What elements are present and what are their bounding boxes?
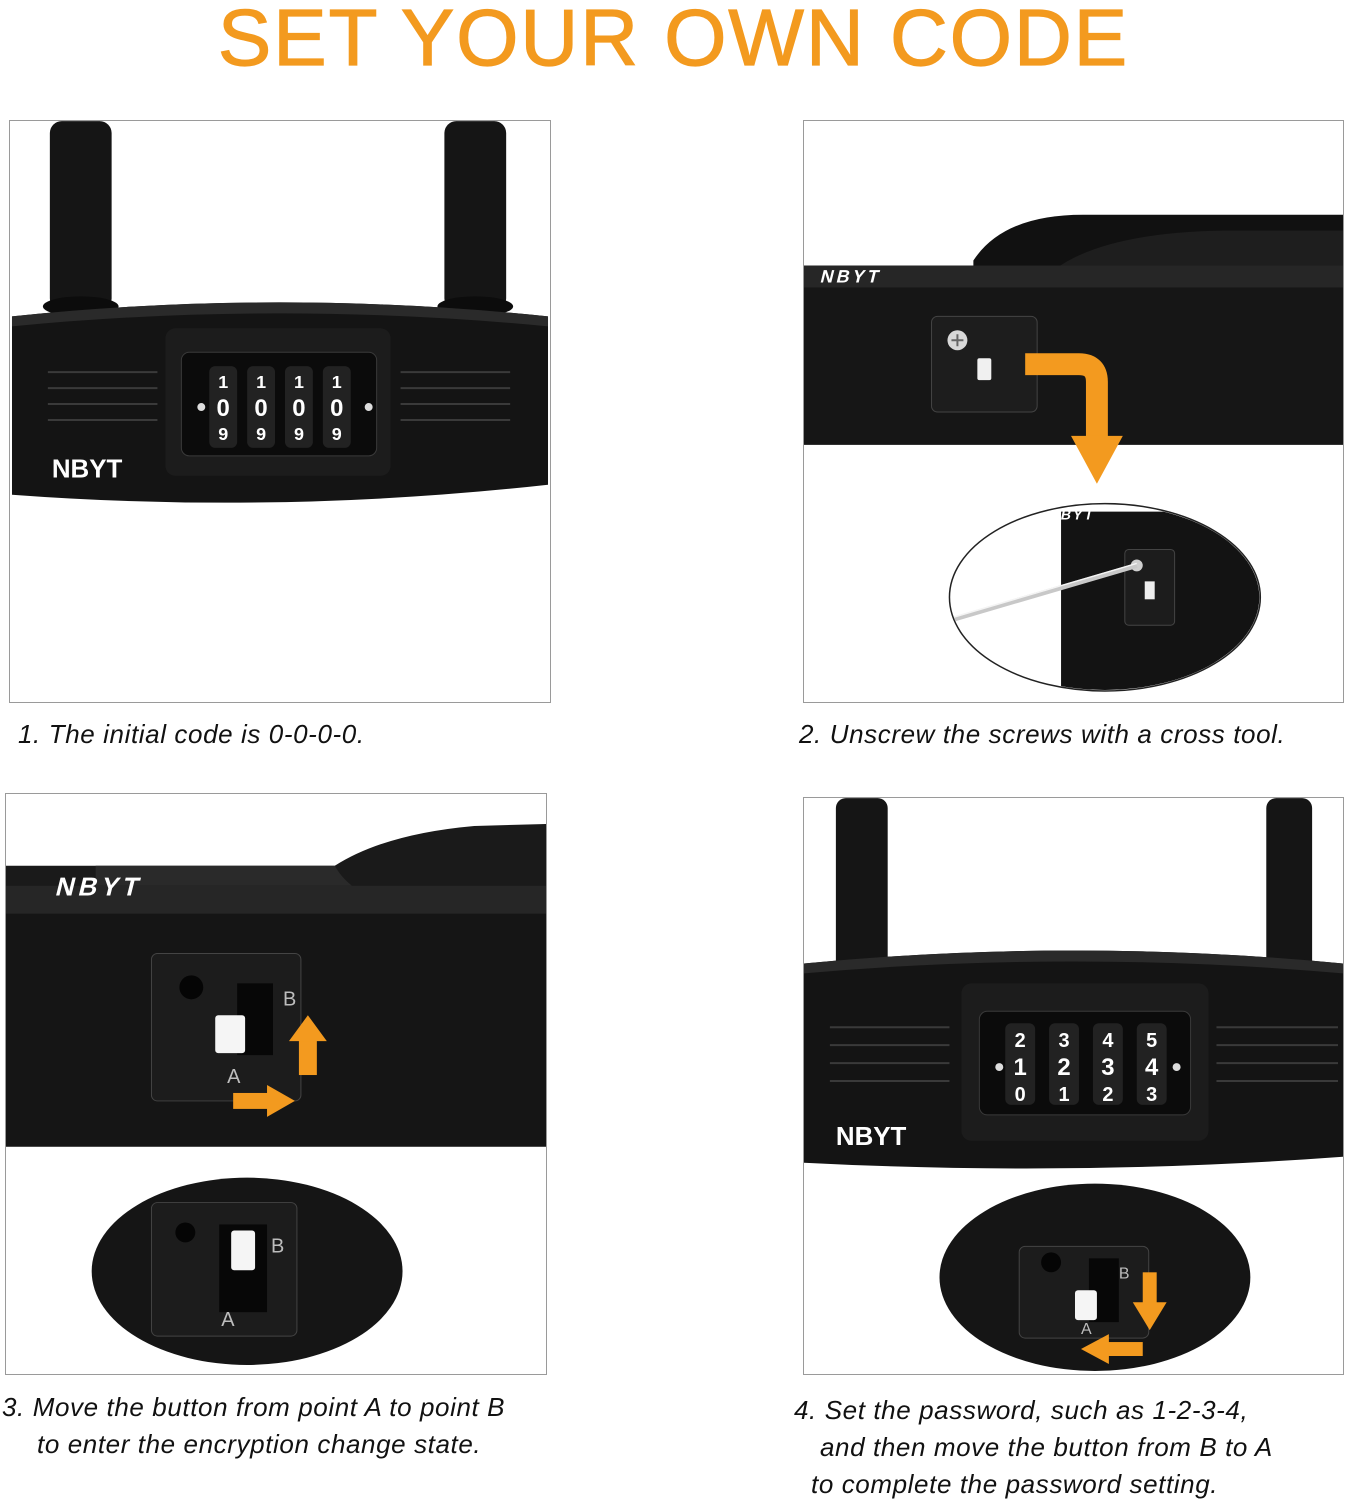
shackle-right <box>1266 798 1313 978</box>
shackle-left <box>835 798 888 978</box>
lock-side-photo: NBYT NBYT <box>804 214 1343 692</box>
step-4-image: 2 1 0 3 2 1 4 3 2 5 4 3 NBYT B A <box>803 797 1344 1375</box>
page-title: SET YOUR OWN CODE <box>217 0 1130 82</box>
right-arrow-icon <box>233 1092 270 1109</box>
dial-4[interactable]: 5 4 3 <box>1136 1023 1167 1106</box>
step-2-caption-line-1: 2. Unscrew the screws with a cross tool. <box>799 719 1286 749</box>
step-3-caption-line-1: 3. Move the button from point A to point… <box>2 1392 506 1422</box>
dial-4-bot: 9 <box>332 424 342 444</box>
shackle-left <box>49 121 112 311</box>
dial-3[interactable]: 4 3 2 <box>1092 1023 1123 1106</box>
dial-3-bot: 9 <box>294 424 304 444</box>
dial-3-top: 1 <box>294 372 304 392</box>
down-arrow-icon <box>1025 353 1108 438</box>
step-4-caption-line-1: 4. Set the password, such as 1-2-3-4, <box>794 1395 1249 1425</box>
step-2-image: NBYT NBYT <box>803 120 1344 703</box>
step-4-caption-line-2: and then move the button from B to A <box>820 1432 1273 1462</box>
dial-4-top: 1 <box>332 372 342 392</box>
dial-4-bot: 3 <box>1146 1084 1157 1106</box>
dial-4-mid: 4 <box>1145 1054 1159 1081</box>
dial-1-mid: 0 <box>217 395 230 422</box>
shackle-right <box>444 121 507 311</box>
dial-2-top: 3 <box>1058 1030 1069 1052</box>
point-a-label: A <box>1081 1321 1092 1338</box>
step-1-caption: 1. The initial code is 0-0-0-0. <box>18 716 365 753</box>
dial-2-mid: 0 <box>254 395 267 422</box>
step-3-caption: 3. Move the button from point A to point… <box>2 1389 505 1463</box>
step-1-caption-line-1: 1. The initial code is 0-0-0-0. <box>18 719 365 749</box>
dial-4-mid: 0 <box>330 395 343 422</box>
dial-2[interactable]: 3 2 1 <box>1049 1023 1079 1106</box>
step-4-caption: 4. Set the password, such as 1-2-3-4, an… <box>794 1392 1273 1503</box>
dial-2[interactable]: 1 0 9 <box>247 366 276 448</box>
left-arrow-icon <box>1106 1342 1143 1356</box>
dial-1[interactable]: 1 0 9 <box>209 366 238 448</box>
brand-logo: NBYT <box>819 267 885 287</box>
point-b-label: B <box>1119 1265 1130 1282</box>
step-2-caption: 2. Unscrew the screws with a cross tool. <box>799 716 1285 753</box>
point-a-label: A <box>227 1066 241 1088</box>
down-arrow-icon <box>1142 1272 1157 1307</box>
brand-logo: NBYT <box>52 456 123 484</box>
dial-1[interactable]: 2 1 0 <box>1005 1023 1036 1106</box>
brand-logo: NBYT <box>836 1123 907 1151</box>
lock-switch-photo: NBYT B A B A <box>6 823 546 1365</box>
dial-2-bot: 9 <box>256 424 266 444</box>
dial-1-top: 1 <box>218 372 228 392</box>
step-3-image: NBYT B A B A <box>5 793 547 1375</box>
dial-2-bot: 1 <box>1058 1084 1069 1106</box>
step-1-image: 1 0 9 1 0 9 1 0 9 1 0 9 NBYT <box>9 120 551 703</box>
dial-4-top: 5 <box>1146 1030 1157 1052</box>
lock-front-photo: 1 0 9 1 0 9 1 0 9 1 0 9 NBYT <box>11 121 549 503</box>
dial-1-bot: 0 <box>1015 1084 1026 1106</box>
dial-2-mid: 2 <box>1057 1054 1070 1081</box>
dial-1-mid: 1 <box>1014 1054 1027 1081</box>
step-4-caption-line-3: to complete the password setting. <box>811 1469 1219 1499</box>
lock-set-code-photo: 2 1 0 3 2 1 4 3 2 5 4 3 NBYT B A <box>804 798 1343 1371</box>
dial-2-top: 1 <box>256 372 266 392</box>
switch-button[interactable] <box>1074 1290 1097 1321</box>
brand-logo: NBYT <box>53 872 147 902</box>
step-3-caption-line-2: to enter the encryption change state. <box>37 1429 482 1459</box>
dial-3[interactable]: 1 0 9 <box>284 366 313 448</box>
dial-4[interactable]: 1 0 9 <box>322 366 351 448</box>
dial-3-mid: 0 <box>292 395 305 422</box>
screwdriver-icon <box>952 563 1138 622</box>
point-a-label-zoom: A <box>221 1309 235 1331</box>
switch-button[interactable] <box>215 1015 246 1054</box>
brand-logo-zoom: NBYT <box>1047 507 1096 523</box>
point-b-label-zoom: B <box>271 1235 284 1257</box>
dial-1-bot: 9 <box>218 424 228 444</box>
point-b-label: B <box>283 988 296 1010</box>
dial-3-top: 4 <box>1102 1030 1113 1052</box>
up-arrow-icon <box>298 1039 317 1076</box>
dial-3-mid: 3 <box>1101 1054 1114 1081</box>
dial-1-top: 2 <box>1015 1030 1026 1052</box>
dial-3-bot: 2 <box>1102 1084 1113 1106</box>
